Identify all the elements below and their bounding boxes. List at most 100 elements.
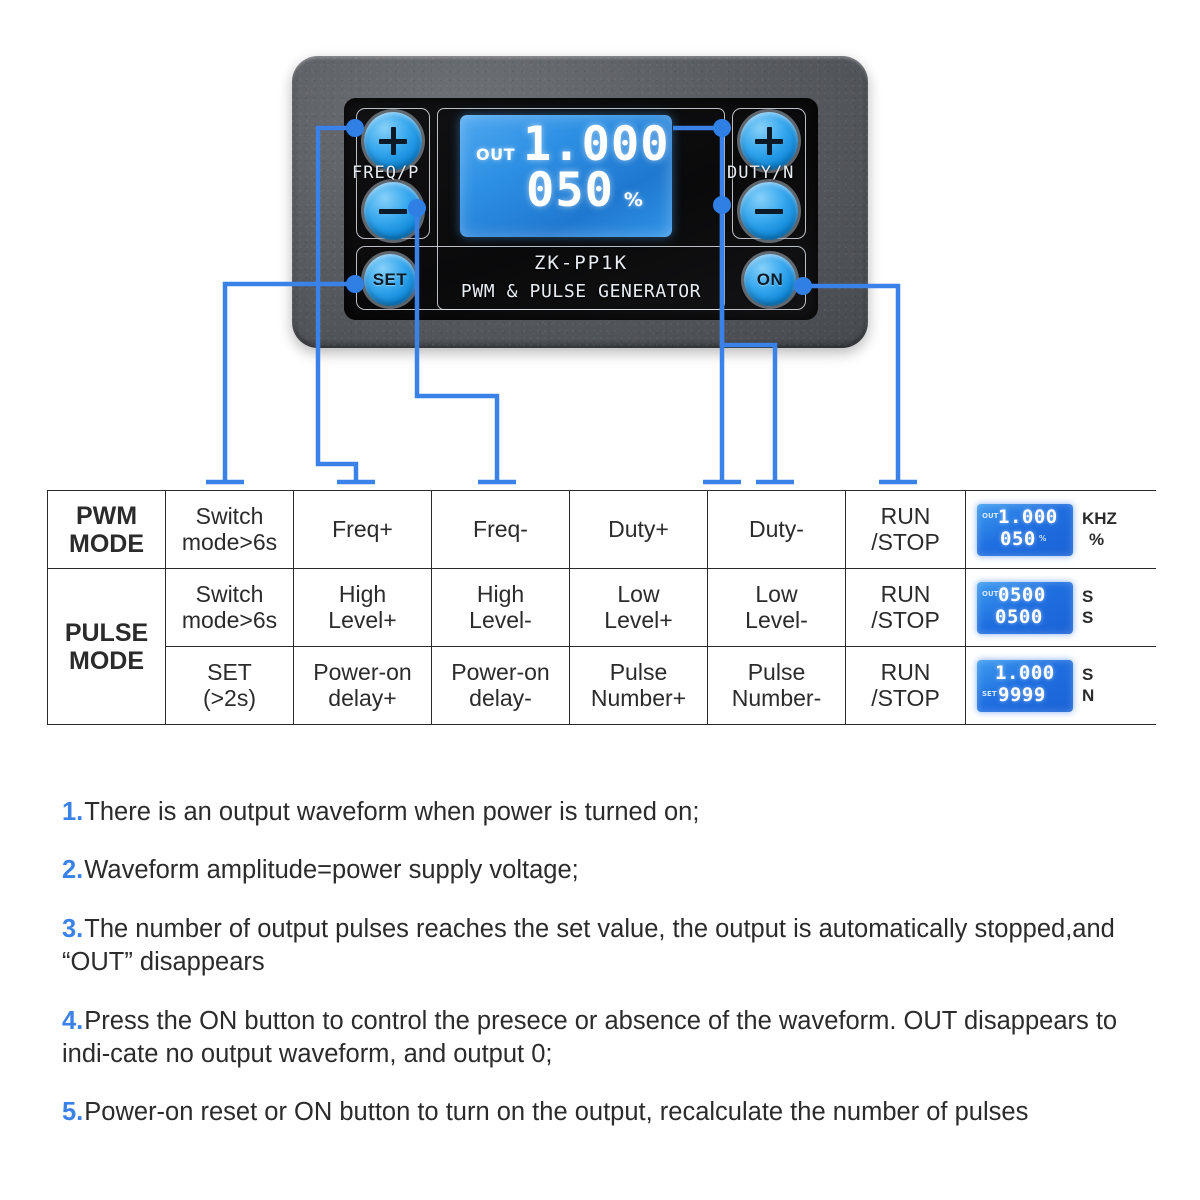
- lcd-bottom-row: 050 %: [526, 163, 643, 218]
- cell-pulse-count-screen-preview: 1.000 SET 9999 S N: [965, 646, 1156, 725]
- leader-set: [222, 281, 355, 482]
- anchor-dot-on: [794, 277, 812, 295]
- unit-seconds: S: [1082, 665, 1094, 685]
- thumb-low-value: 0500: [995, 605, 1043, 628]
- thumb-percent-icon: %: [1038, 533, 1047, 543]
- cell-pwm-screen-preview: OUT 1.000 050 % KHZ %: [965, 490, 1156, 569]
- set-button[interactable]: SET: [364, 254, 416, 306]
- freq-group-label: FREQ/P: [352, 163, 420, 183]
- note-number: 3.: [62, 914, 84, 943]
- lcd-duty-value: 050: [526, 163, 614, 218]
- thumbnail-lcd-pulse-level: OUT 0500 0500: [977, 581, 1073, 634]
- thumb-duty-value: 050: [1000, 527, 1036, 550]
- thumb-high-value: 0500: [998, 583, 1046, 606]
- plus-icon: [755, 127, 783, 155]
- anchor-dot-duty-minus: [713, 196, 731, 214]
- lcd-percent-unit: %: [623, 189, 643, 211]
- note-text: Power-on reset or ON button to turn on t…: [84, 1098, 1029, 1127]
- callout-leader-lines: [206, 119, 917, 485]
- unit-seconds-bottom: S: [1082, 607, 1094, 627]
- cell-pwm-freq-dn: Freq-: [431, 490, 570, 569]
- thumb-units-pulse-level: S S: [1082, 587, 1093, 627]
- lcd-top-row: OUT 1.000: [476, 117, 670, 172]
- leader-on: [803, 283, 901, 482]
- unit-number: N: [1082, 685, 1095, 705]
- note-item-2: 2.Waveform amplitude=power supply voltag…: [62, 854, 1152, 887]
- cell-pwm-duty-dn: Duty-: [707, 490, 846, 569]
- device-model-name: ZK-PP1K: [533, 252, 629, 274]
- feature-notes-list: 1.There is an output waveform when power…: [62, 770, 1152, 1151]
- note-text: There is an output waveform when power i…: [84, 797, 700, 826]
- device-lcd-display: OUT 1.000 050 %: [460, 115, 672, 237]
- device-illustration: OUT 1.000 050 % SET ON FREQ/P DUTY/N ZK-…: [0, 0, 1200, 485]
- minus-icon: [755, 197, 783, 225]
- note-text: The number of output pulses reaches the …: [62, 914, 1115, 976]
- leader-anchor-dots: [346, 119, 812, 295]
- note-number: 5.: [62, 1098, 84, 1127]
- anchor-dot-set: [346, 275, 364, 293]
- note-text: Waveform amplitude=power supply voltage;: [84, 856, 579, 885]
- cell-pulse-run-stop: RUN/STOP: [845, 568, 966, 647]
- thumb-set-indicator: SET: [982, 690, 997, 699]
- thumb-out-indicator: OUT: [982, 590, 999, 599]
- cell-pwm-duty-up: Duty+: [569, 490, 708, 569]
- thumbnail-lcd-pulse-count: 1.000 SET 9999: [977, 659, 1073, 712]
- note-number: 2.: [62, 856, 84, 885]
- thumb-units-pwm: KHZ %: [1082, 509, 1117, 549]
- minus-icon: [379, 197, 407, 225]
- leader-duty-plus: [673, 125, 725, 482]
- leader-freq-plus: [315, 125, 359, 482]
- plus-icon: [379, 127, 407, 155]
- note-text: Press the ON button to control the prese…: [62, 1006, 1118, 1068]
- thumb-count-value: 9999: [998, 683, 1046, 706]
- device-product-title: PWM & PULSE GENERATOR: [460, 281, 702, 302]
- note-number: 1.: [62, 797, 84, 826]
- thumbnail-lcd-pwm: OUT 1.000 050 %: [977, 503, 1073, 556]
- anchor-dot-freq-minus: [408, 199, 426, 217]
- cell-pulse-run-stop2: RUN/STOP: [845, 646, 966, 725]
- note-number: 4.: [62, 1006, 84, 1035]
- thumb-units-pulse-count: S N: [1082, 665, 1094, 705]
- unit-seconds-top: S: [1082, 587, 1094, 607]
- lcd-frequency-value: 1.000: [523, 117, 670, 172]
- cell-pwm-run-stop: RUN/STOP: [845, 490, 966, 569]
- anchor-dot-freq-plus: [346, 119, 364, 137]
- duty-minus-button[interactable]: [740, 182, 798, 240]
- thumb-out-indicator: OUT: [982, 512, 999, 521]
- cell-pulse-set: SET(>2s): [165, 646, 294, 725]
- freq-plus-button[interactable]: [364, 112, 422, 170]
- lcd-out-indicator: OUT: [476, 144, 516, 164]
- on-button[interactable]: ON: [744, 254, 796, 306]
- anchor-dot-duty-plus: [713, 119, 731, 137]
- leader-freq-minus: [414, 208, 500, 482]
- note-item-5: 5.Power-on reset or ON button to turn on…: [62, 1096, 1152, 1129]
- unit-percent: %: [1089, 529, 1105, 549]
- note-item-1: 1.There is an output waveform when power…: [62, 796, 1152, 829]
- unit-khz: KHZ: [1082, 509, 1117, 529]
- duty-plus-button[interactable]: [740, 112, 798, 170]
- duty-group-label: DUTY/N: [727, 163, 795, 183]
- leader-duty-minus: [719, 205, 778, 482]
- cell-pulse-screen-preview: OUT 0500 0500 S S: [965, 568, 1156, 647]
- note-item-3: 3.The number of output pulses reaches th…: [62, 913, 1152, 979]
- thumb-time-value: 1.000: [995, 661, 1055, 684]
- thumb-freq-value: 1.000: [998, 505, 1058, 528]
- cell-pwm-freq-up: Freq+: [293, 490, 432, 569]
